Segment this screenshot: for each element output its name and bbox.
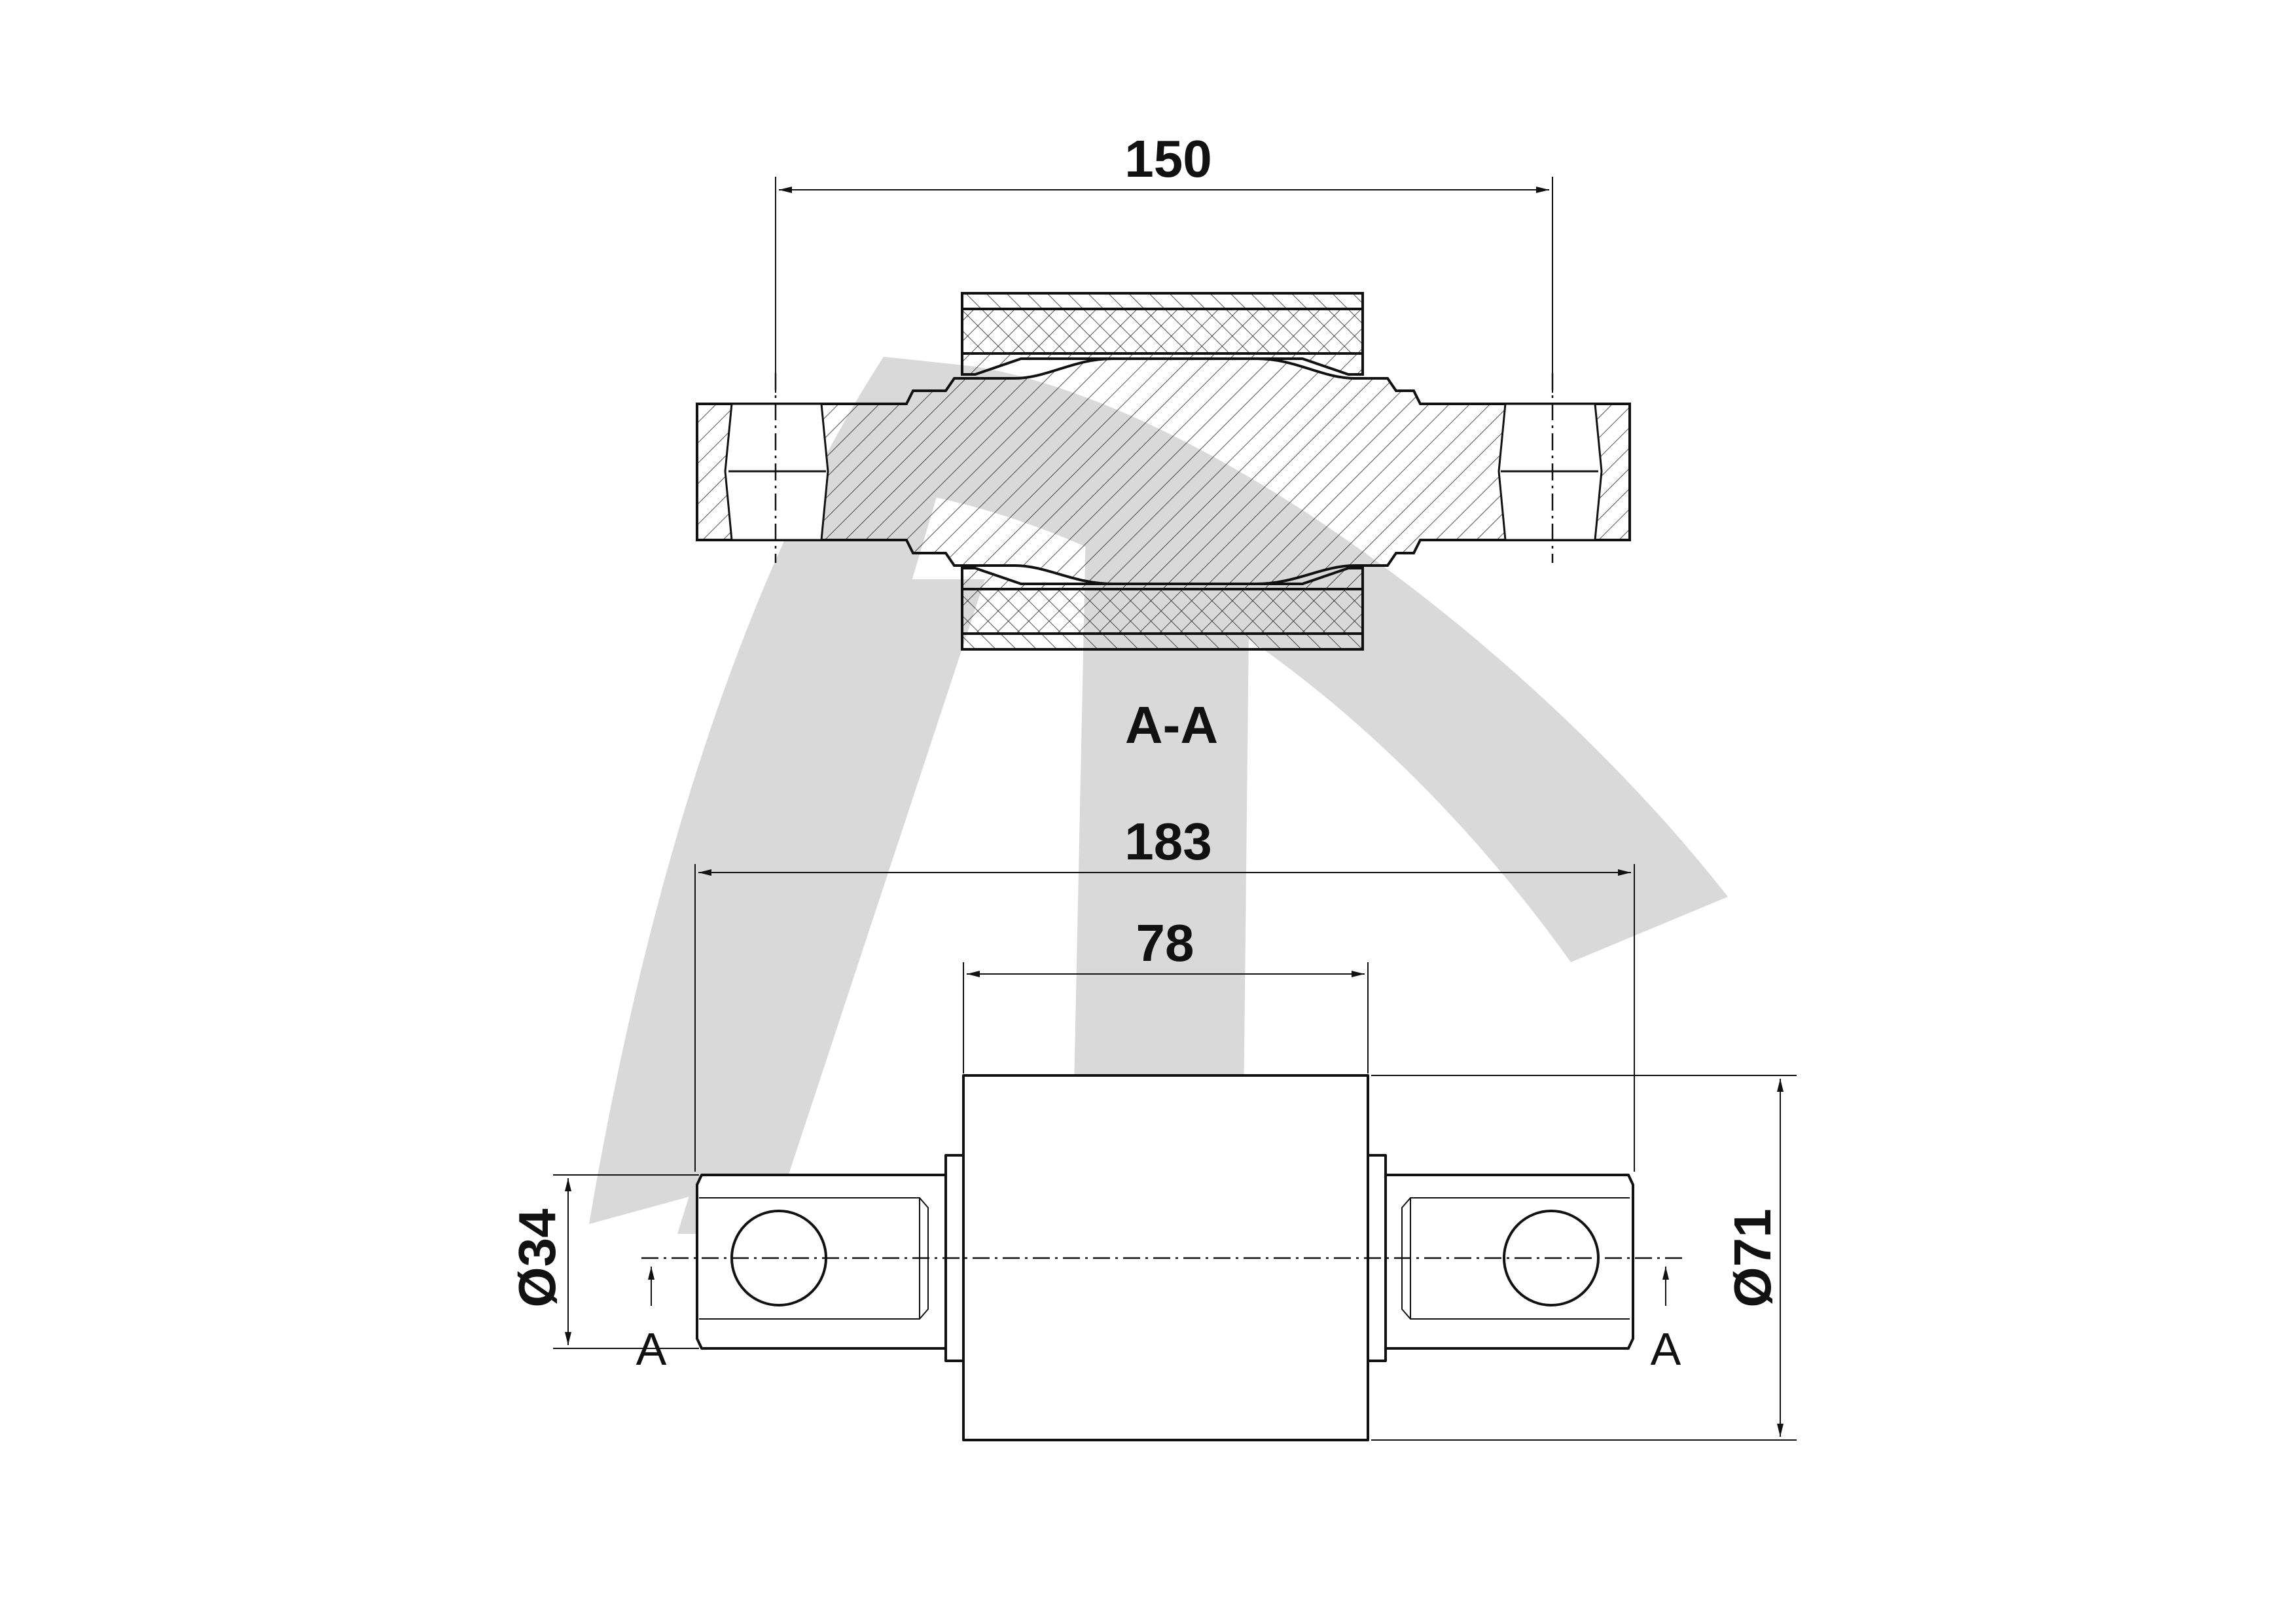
rubber-body <box>961 308 1364 635</box>
section-marker-right: A <box>1651 1324 1681 1375</box>
section-view: 150 A-A <box>696 130 1631 754</box>
dimension-d71-label: Ø71 <box>1723 1208 1782 1307</box>
section-marker-left: A <box>636 1324 667 1375</box>
dimension-d34-label: Ø34 <box>508 1208 566 1308</box>
side-view: 183 78 Ø34 Ø71 A A <box>508 812 1797 1441</box>
dimension-150-label: 150 <box>1124 130 1211 188</box>
dimension-183-label: 183 <box>1124 812 1211 871</box>
dimension-78-label: 78 <box>1136 914 1194 972</box>
section-label: A-A <box>1125 696 1218 754</box>
